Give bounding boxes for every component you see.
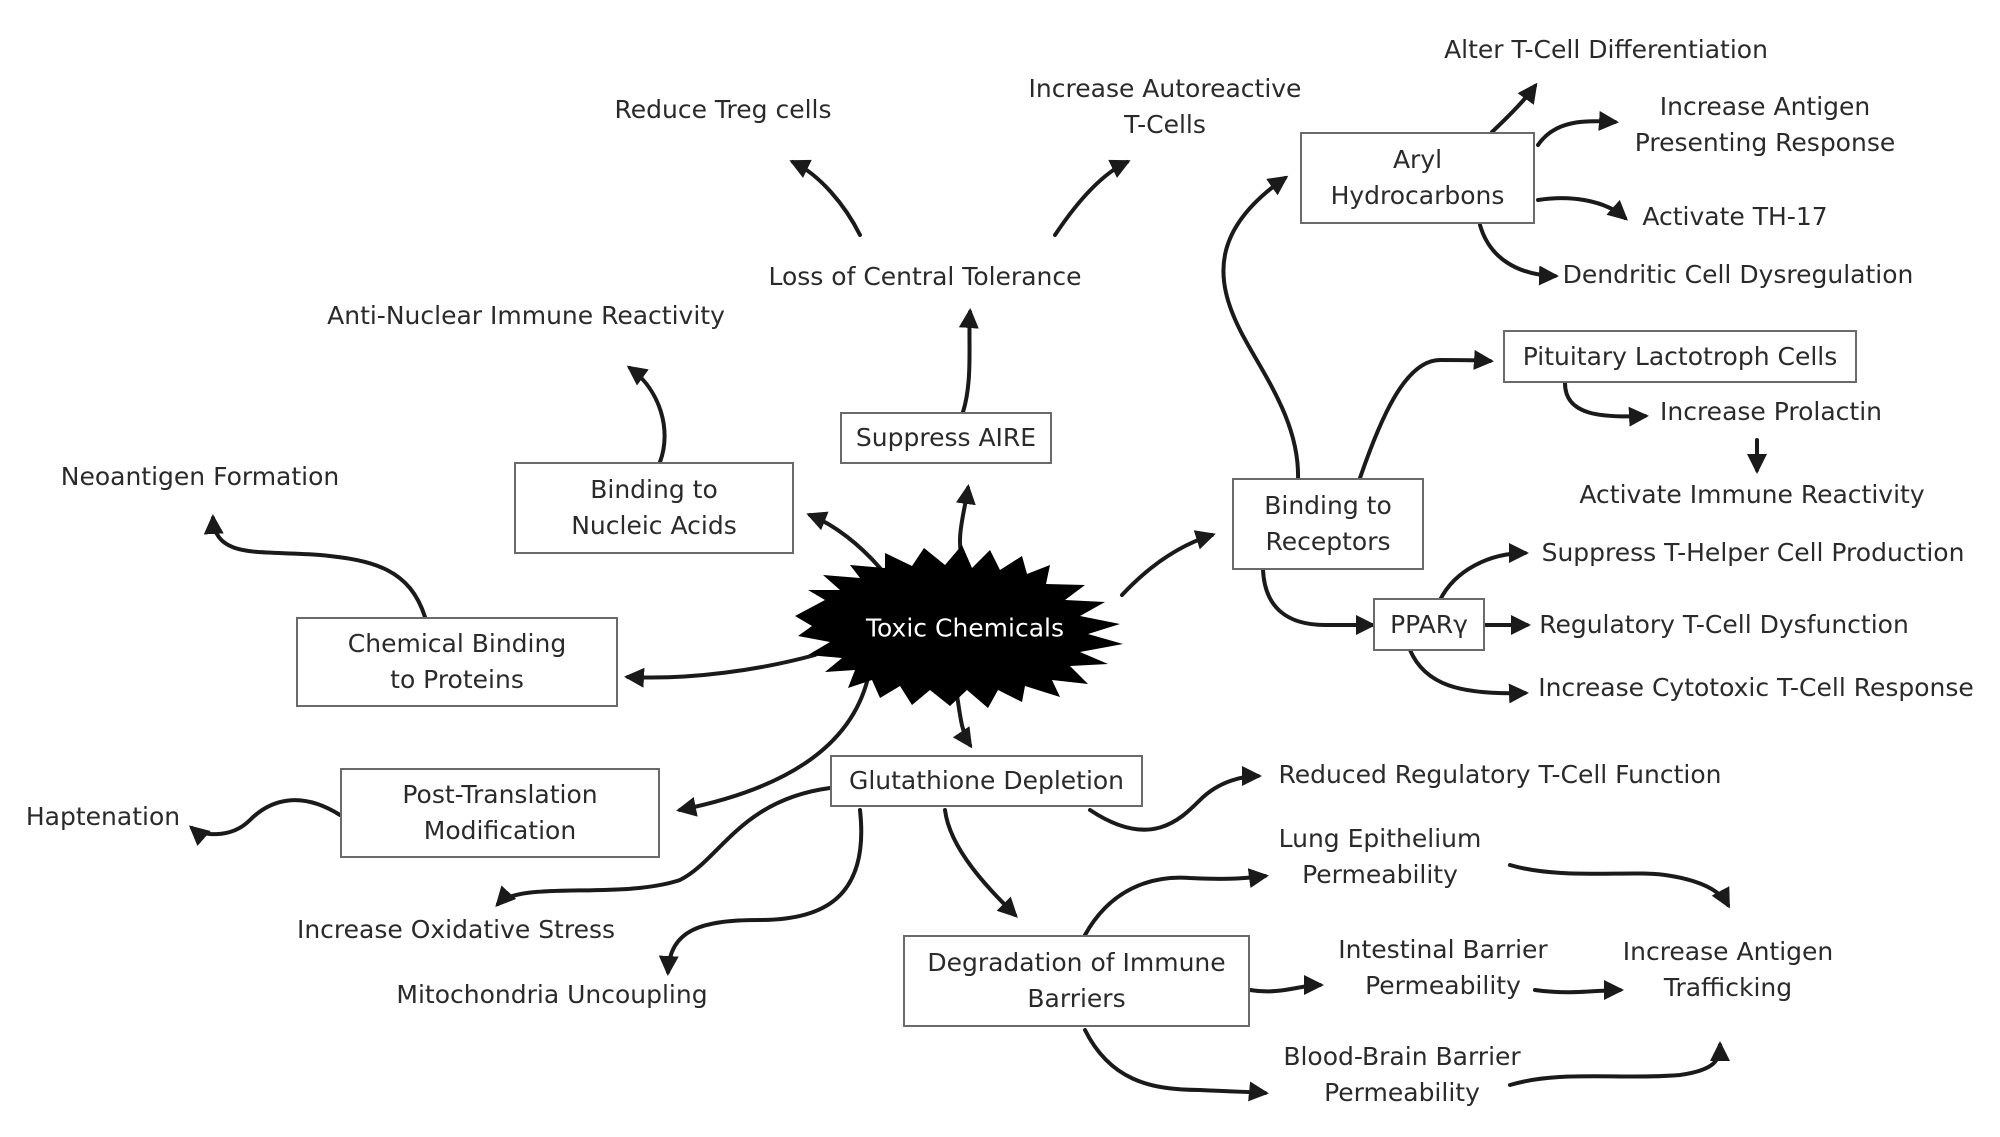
bbb-line1: Blood-Brain Barrier: [1283, 1042, 1521, 1071]
node-binding-receptors: Binding to Receptors: [1232, 478, 1424, 570]
arrow-ppar-to-suppress-th: [1438, 543, 1529, 602]
arrow-nucleic-to-antinuclear: [626, 365, 667, 464]
node-degradation: Degradation of Immune Barriers: [903, 935, 1250, 1027]
lung-line1: Lung Epithelium: [1278, 824, 1482, 853]
label-cytotoxic: Increase Cytotoxic T-Cell Response: [1538, 673, 1974, 702]
arrow-degr-to-intestinal: [1248, 975, 1324, 996]
arrow-to-post-translation: [676, 676, 870, 817]
label-neoantigen: Neoantigen Formation: [60, 462, 340, 491]
presenting-line1: Increase Antigen: [1659, 92, 1871, 121]
label-oxidative-stress: Increase Oxidative Stress: [296, 915, 616, 944]
glutathione-text: Glutathione Depletion: [848, 766, 1125, 795]
lung-line2: Permeability: [1302, 860, 1458, 889]
label-loss-central-tolerance: Loss of Central Tolerance: [768, 262, 1082, 291]
arrow-aryl-to-presenting: [1536, 110, 1619, 147]
trafficking-line2: Trafficking: [1663, 973, 1793, 1002]
arrow-to-nucleic: [806, 511, 882, 570]
arrow-glut-to-oxidative: [495, 786, 832, 907]
suppress-aire-text: Suppress AIRE: [855, 423, 1037, 452]
label-reduce-treg: Reduce Treg cells: [614, 95, 832, 124]
label-lung: Lung Epithelium Permeability: [1279, 821, 1482, 893]
ppar-text: PPARγ: [1390, 609, 1468, 639]
post-translation-line2: Modification: [423, 816, 577, 845]
label-immune-reactivity: Activate Immune Reactivity: [1579, 480, 1925, 509]
node-pituitary: Pituitary Lactotroph Cells: [1503, 330, 1857, 383]
arrow-glut-to-degradation: [943, 808, 1018, 918]
center-label: Toxic Chemicals: [866, 613, 1064, 643]
node-aryl: Aryl Hydrocarbons: [1300, 132, 1535, 224]
label-increase-autoreactive: Increase Autoreactive T-Cells: [1029, 71, 1302, 143]
label-antigen-presenting: Increase Antigen Presenting Response: [1635, 89, 1895, 161]
arrow-to-receptors: [1120, 530, 1216, 597]
binding-nucleic-line2: Nucleic Acids: [571, 511, 737, 540]
presenting-line2: Presenting Response: [1634, 128, 1896, 157]
arrow-degr-to-lung: [1083, 868, 1269, 937]
arrow-glut-to-reduced: [1088, 766, 1262, 832]
label-dendritic: Dendritic Cell Dysregulation: [1562, 260, 1914, 289]
binding-receptors-line1: Binding to: [1264, 491, 1392, 520]
label-antigen-trafficking: Increase Antigen Trafficking: [1623, 934, 1834, 1006]
label-th17: Activate TH-17: [1642, 202, 1828, 231]
arrow-post-to-haptenation: [188, 798, 342, 847]
binding-nucleic-line1: Binding to: [590, 475, 718, 504]
arrow-intestinal-to-trafficking: [1533, 980, 1624, 1001]
arrow-to-chemical-binding: [624, 653, 817, 688]
bbb-line2: Permeability: [1324, 1078, 1480, 1107]
intestinal-line1: Intestinal Barrier: [1338, 935, 1548, 964]
chemical-binding-line2: to Proteins: [390, 665, 524, 694]
label-alter-tcell: Alter T-Cell Differentiation: [1444, 35, 1768, 64]
arrow-receptors-to-ppar: [1261, 568, 1376, 636]
pituitary-text: Pituitary Lactotroph Cells: [1522, 341, 1838, 371]
node-binding-nucleic: Binding to Nucleic Acids: [514, 462, 794, 554]
label-intestinal: Intestinal Barrier Permeability: [1338, 932, 1547, 1004]
intestinal-line2: Permeability: [1365, 971, 1521, 1000]
arrow-to-loss-tolerance: [958, 308, 979, 414]
label-prolactin: Increase Prolactin: [1659, 397, 1883, 426]
arrow-ppar-to-cytotoxic: [1408, 648, 1529, 704]
label-reduced-treg-function: Reduced Regulatory T-Cell Function: [1278, 760, 1722, 789]
node-ppar: PPARγ: [1373, 598, 1485, 651]
label-reg-dysfunction: Regulatory T-Cell Dysfunction: [1539, 610, 1909, 639]
aryl-line2: Hydrocarbons: [1330, 181, 1505, 210]
arrow-bbb-to-trafficking: [1508, 1041, 1730, 1087]
trafficking-line1: Increase Antigen: [1622, 937, 1834, 966]
autoreactive-line2: T-Cells: [1124, 110, 1206, 139]
node-post-translation: Post-Translation Modification: [340, 768, 660, 858]
label-mitochondria: Mitochondria Uncoupling: [396, 980, 708, 1009]
arrow-receptors-to-aryl: [1221, 175, 1301, 482]
node-glutathione: Glutathione Depletion: [830, 755, 1143, 807]
label-bbb: Blood-Brain Barrier Permeability: [1283, 1039, 1520, 1111]
arrow-pituitary-to-prolactin: [1563, 381, 1649, 427]
arrow-aryl-to-dendritic: [1478, 223, 1559, 286]
arrow-to-reduce-treg: [789, 159, 862, 237]
arrow-to-autoreactive: [1053, 159, 1131, 237]
binding-receptors-line2: Receptors: [1265, 527, 1391, 556]
label-suppress-th: Suppress T-Helper Cell Production: [1541, 538, 1965, 567]
label-haptenation: Haptenation: [25, 802, 181, 831]
arrow-glut-to-mitochondria: [658, 808, 864, 976]
arrow-chemical-to-neoantigen: [203, 514, 427, 619]
node-chemical-binding: Chemical Binding to Proteins: [296, 617, 618, 707]
aryl-line1: Aryl: [1392, 145, 1443, 174]
arrow-degr-to-bbb: [1083, 1028, 1269, 1102]
degradation-line1: Degradation of Immune: [927, 948, 1226, 977]
arrow-aryl-to-alter: [1490, 82, 1538, 134]
arrow-lung-to-trafficking: [1508, 863, 1730, 909]
autoreactive-line1: Increase Autoreactive: [1028, 74, 1302, 103]
node-suppress-aire: Suppress AIRE: [840, 412, 1052, 464]
post-translation-line1: Post-Translation: [402, 780, 598, 809]
label-anti-nuclear: Anti-Nuclear Immune Reactivity: [327, 301, 725, 330]
arrow-receptors-to-pituitary: [1358, 349, 1494, 480]
degradation-line2: Barriers: [1027, 984, 1126, 1013]
arrow-aryl-to-th17: [1536, 196, 1628, 221]
chemical-binding-line1: Chemical Binding: [347, 629, 567, 658]
